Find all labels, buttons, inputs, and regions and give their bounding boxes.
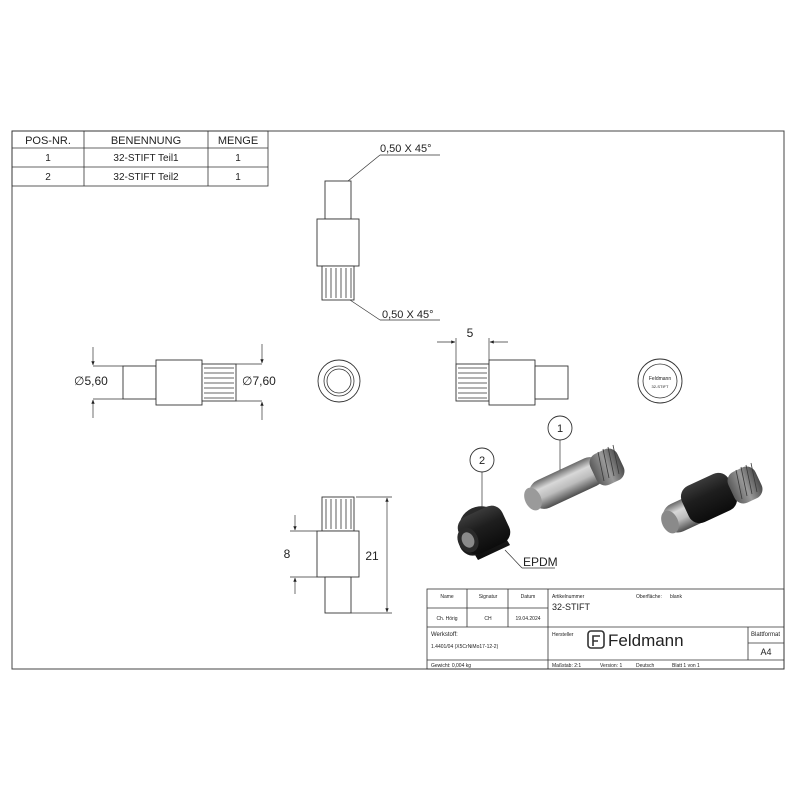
bom-header-menge: MENGE: [218, 135, 258, 147]
end-view-logo: Feldmann 32-STIFT: [637, 358, 683, 404]
front-view-vertical: 0,50 X 45° 0,50 X 45°: [316, 143, 440, 321]
bom-table: POS-NR. BENENNUNG MENGE 1 32-STIFT Teil1…: [11, 130, 269, 187]
balloon-1: 1: [547, 415, 573, 470]
tb-signatur-label: Signatur: [479, 594, 498, 600]
tb-name-label: Name: [440, 594, 454, 600]
bom-header-pos: POS-NR.: [25, 135, 71, 147]
tb-version: Version: 1: [600, 663, 622, 669]
iso-epdm-sleeve: EPDM: [457, 505, 558, 569]
title-block: Name Signatur Datum Artikelnummer Oberfl…: [426, 588, 785, 670]
tb-datum-label: Datum: [521, 594, 536, 600]
diameter-560-label: ∅5,60: [74, 374, 108, 388]
tb-blattformat-value: A4: [760, 647, 771, 657]
iso-assembled: [661, 462, 763, 534]
tb-blattformat-label: Blattformat: [751, 632, 780, 638]
bom-row1-pos: 1: [45, 153, 51, 164]
tb-date: 19.04.2024: [515, 616, 540, 622]
bom-row2-name: 32-STIFT Teil2: [113, 172, 179, 183]
tb-oberflaeche-value: blank: [670, 594, 682, 600]
dim-8-label: 8: [284, 547, 291, 561]
bom-row2-qty: 1: [235, 172, 241, 183]
tb-hersteller-label: Hersteller: [552, 632, 574, 638]
epdm-label: EPDM: [523, 555, 558, 569]
bom-header-benennung: BENENNUNG: [111, 135, 181, 147]
dim-21-label: 21: [365, 549, 379, 563]
tb-artikelnummer-label: Artikelnummer: [552, 594, 585, 600]
tb-oberflaeche-label: Oberfläche:: [636, 594, 662, 600]
tb-logo-text: Feldmann: [608, 631, 684, 650]
end-view-logo-text: Feldmann: [649, 376, 671, 382]
drawing-frame: [11, 130, 785, 670]
iso-metal-pin: [524, 444, 625, 511]
bom-row2-pos: 2: [45, 172, 51, 183]
end-view-part-text: 32-STIFT: [652, 384, 669, 389]
feldmann-logo-icon: [587, 630, 605, 649]
tb-drawn-by: Ch. Hörig: [436, 616, 457, 622]
end-view-ring: [317, 359, 361, 403]
diameter-760-label: ∅7,60: [242, 374, 276, 388]
tb-werkstoff-value: 1.4401/04 (X5CrNiMo17-12-2): [431, 644, 499, 650]
tb-gewicht: Gewicht: 0,004 kg: [431, 663, 471, 669]
bom-row1-qty: 1: [235, 153, 241, 164]
balloon-1-number: 1: [557, 423, 563, 435]
chamfer-bottom-label: 0,50 X 45°: [382, 309, 434, 321]
balloon-2-number: 2: [479, 455, 485, 467]
chamfer-top-label: 0,50 X 45°: [380, 143, 432, 155]
dim-5-label: 5: [467, 326, 474, 340]
balloon-2: 2: [469, 447, 495, 508]
side-view-left: ∅5,60 ∅7,60: [74, 344, 276, 420]
tb-article-number: 32-STIFT: [552, 602, 591, 612]
bottom-view-vertical: 8 21: [284, 496, 392, 614]
tb-sprache: Deutsch: [636, 663, 655, 669]
tb-signature: CH: [484, 616, 492, 622]
bom-row1-name: 32-STIFT Teil1: [113, 153, 179, 164]
side-view-right: 5: [437, 326, 569, 406]
tb-blatt: Blatt 1 von 1: [672, 663, 700, 669]
tb-werkstoff-label: Werkstoff:: [431, 632, 458, 638]
tb-massstab: Maßstab: 2:1: [552, 663, 581, 669]
